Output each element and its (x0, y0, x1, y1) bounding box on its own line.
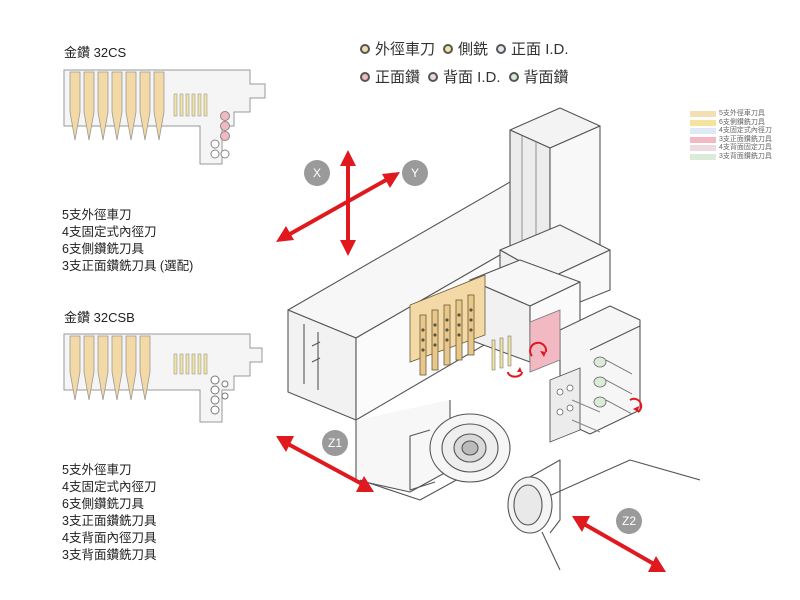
legend-label: 正面 I.D. (511, 41, 569, 58)
circle-marker-icon (428, 71, 439, 82)
machine-illustration (287, 107, 700, 571)
circle-marker-icon (360, 43, 370, 54)
z2-axis-arrow (572, 516, 666, 572)
circle-marker-icon (443, 43, 454, 54)
legend-row-2: 正面鑽 背面 I.D. 背面鑽 (360, 66, 577, 87)
swatch (690, 153, 716, 160)
tool-layout-diagram-32cs (63, 69, 266, 165)
key-label: 6支側鑽銑刀具 (719, 118, 765, 126)
spec-item: 4支固定式內徑刀 (62, 480, 157, 494)
model-title-32csb: 金鑽 32CSB (64, 310, 135, 325)
legend-item: 側銑 (443, 38, 488, 59)
legend-label: 背面鑽 (523, 69, 569, 86)
key-label: 4支背面固定刀具 (719, 144, 772, 151)
spec-item: 3支正面鑽銑刀具 (選配) (62, 259, 194, 273)
model-title-32cs: 金鑽 32CS (64, 45, 127, 60)
swatch (690, 119, 716, 126)
key-label: 5支外徑車刀具 (719, 110, 765, 117)
color-key-legend: 5支外徑車刀具 6支側鑽銑刀具 4支固定式內徑刀 3支正面鑽銑刀具 4支背面固定… (690, 110, 772, 161)
spec-list-32csb: 5支外徑車刀 4支固定式內徑刀 6支側鑽銑刀具 3支正面鑽銑刀具 4支背面內徑刀… (62, 462, 156, 564)
spec-item: 3支背面鑽銑刀具 (62, 548, 157, 562)
z1-axis-badge: Z1 (322, 430, 348, 456)
legend-label: 背面 I.D. (443, 69, 501, 86)
swatch (690, 136, 716, 143)
key-row: 5支外徑車刀具 (690, 110, 772, 119)
circle-marker-icon (360, 71, 370, 82)
swatch (690, 145, 716, 152)
key-row: 3支背面鑽銑刀具 (690, 153, 772, 162)
legend-label: 外徑車刀 (375, 41, 436, 58)
tool-layout-diagram-32csb (63, 333, 263, 423)
swatch (690, 128, 716, 135)
spec-list-32cs: 5支外徑車刀 4支固定式內徑刀 6支側鑽銑刀具 3支正面鑽銑刀具 (選配) (62, 207, 193, 275)
spec-item: 5支外徑車刀 (62, 208, 132, 222)
spec-item: 6支側鑽銑刀具 (62, 497, 144, 511)
key-label: 3支背面鑽銑刀具 (719, 152, 772, 160)
circle-marker-icon (508, 71, 519, 82)
key-row: 3支正面鑽銑刀具 (690, 136, 772, 145)
key-row: 4支背面固定刀具 (690, 144, 772, 153)
y-axis-badge: Y (402, 160, 428, 186)
legend-item: 外徑車刀 (360, 38, 435, 59)
legend-label: 側銑 (458, 41, 489, 58)
legend-item: 正面 I.D. (496, 38, 569, 59)
circle-marker-icon (496, 43, 507, 54)
spec-item: 4支背面內徑刀具 (62, 531, 157, 545)
legend-item: 背面鑽 (508, 66, 569, 87)
swatch (690, 111, 716, 118)
spec-item: 5支外徑車刀 (62, 463, 132, 477)
key-row: 4支固定式內徑刀 (690, 127, 772, 136)
spec-item: 4支固定式內徑刀 (62, 225, 157, 239)
legend-label: 正面鑽 (375, 69, 421, 86)
key-label: 4支固定式內徑刀 (719, 127, 772, 134)
legend-item: 背面 I.D. (428, 66, 501, 87)
key-label: 3支正面鑽銑刀具 (719, 135, 772, 143)
legend-row-1: 外徑車刀 側銑 正面 I.D. (360, 38, 577, 59)
xy-axis-arrows (276, 150, 400, 256)
spec-item: 6支側鑽銑刀具 (62, 242, 144, 256)
x-axis-badge: X (304, 160, 330, 186)
key-row: 6支側鑽銑刀具 (690, 119, 772, 128)
z2-axis-badge: Z2 (616, 508, 642, 534)
legend-item: 正面鑽 (360, 66, 420, 87)
z1-axis-arrow (276, 436, 374, 492)
spec-item: 3支正面鑽銑刀具 (62, 514, 157, 528)
